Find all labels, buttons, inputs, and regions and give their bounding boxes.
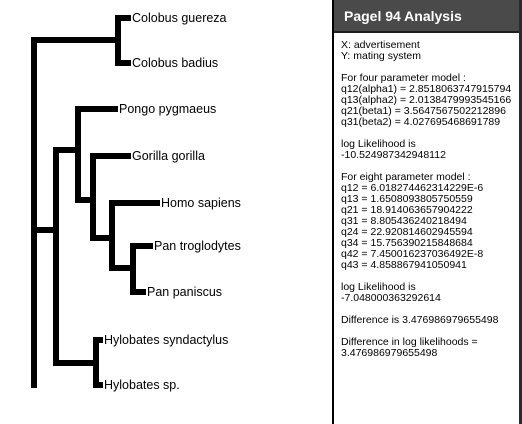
phylogeny-tree-pane: Colobus guereza Colobus badius Pongo pyg…: [31, 11, 241, 392]
loglik-value: -7.048000363292614: [341, 292, 441, 304]
diff-loglik-label: Difference in log likelihoods =: [341, 336, 478, 348]
param-line: q43 = 4.858867941050941: [341, 259, 467, 271]
taxon-label: Colobus badius: [132, 56, 219, 70]
taxon-label: Gorilla gorilla: [132, 149, 205, 163]
window-edge: [519, 0, 522, 424]
taxon-label: Pan troglodytes: [154, 239, 241, 253]
param-line: q21 = 18.914063657904222: [341, 204, 473, 216]
x-variable: X: advertisement: [341, 39, 420, 51]
pane-divider[interactable]: [332, 0, 334, 424]
taxon-label: Pan paniscus: [147, 285, 223, 299]
param-line: q31(beta2) = 4.027695468691789: [341, 116, 501, 128]
param-line: q21(beta1) = 3.5647567502212896: [341, 105, 506, 117]
phylogeny-tree: [31, 15, 160, 388]
taxon-label: Homo sapiens: [161, 196, 241, 210]
difference-line: Difference is 3.476986979655498: [341, 314, 499, 326]
taxon-label: Hylobates sp.: [104, 378, 180, 392]
taxon-label: Hylobates syndactylus: [104, 333, 229, 347]
param-line: q31 = 8.805436240218494: [341, 215, 467, 227]
four-param-header: For four parameter model :: [341, 72, 466, 84]
param-line: q24 = 22.920814602945594: [341, 226, 473, 238]
taxon-label: Pongo pygmaeus: [119, 102, 217, 116]
diff-loglik-value: 3.476986979655498: [341, 347, 438, 359]
eight-param-header: For eight parameter model :: [341, 171, 471, 183]
param-line: q42 = 7.450016237036492E-8: [341, 248, 484, 260]
taxon-label: Colobus guereza: [132, 11, 227, 25]
param-line: q13(alpha2) = 2.0138479993545166: [341, 94, 512, 106]
panel-title: Pagel 94 Analysis: [334, 0, 522, 33]
loglik-label: log Likelihood is: [341, 138, 416, 150]
param-line: q12(alpha1) = 2.8518063747915794: [341, 83, 512, 95]
y-variable: Y: mating system: [341, 50, 421, 62]
param-line: q13 = 1.6508093805750559: [341, 193, 473, 205]
param-line: q34 = 15.756390215848684: [341, 237, 473, 249]
loglik-label: log Likelihood is: [341, 281, 416, 293]
results-panel: Pagel 94 Analysis X: advertisement Y: ma…: [334, 0, 522, 424]
results-text: X: advertisement Y: mating system For fo…: [334, 33, 522, 359]
loglik-value: -10.524987342948112: [341, 149, 446, 161]
param-line: q12 = 6.018274462314229E-6: [341, 182, 484, 194]
